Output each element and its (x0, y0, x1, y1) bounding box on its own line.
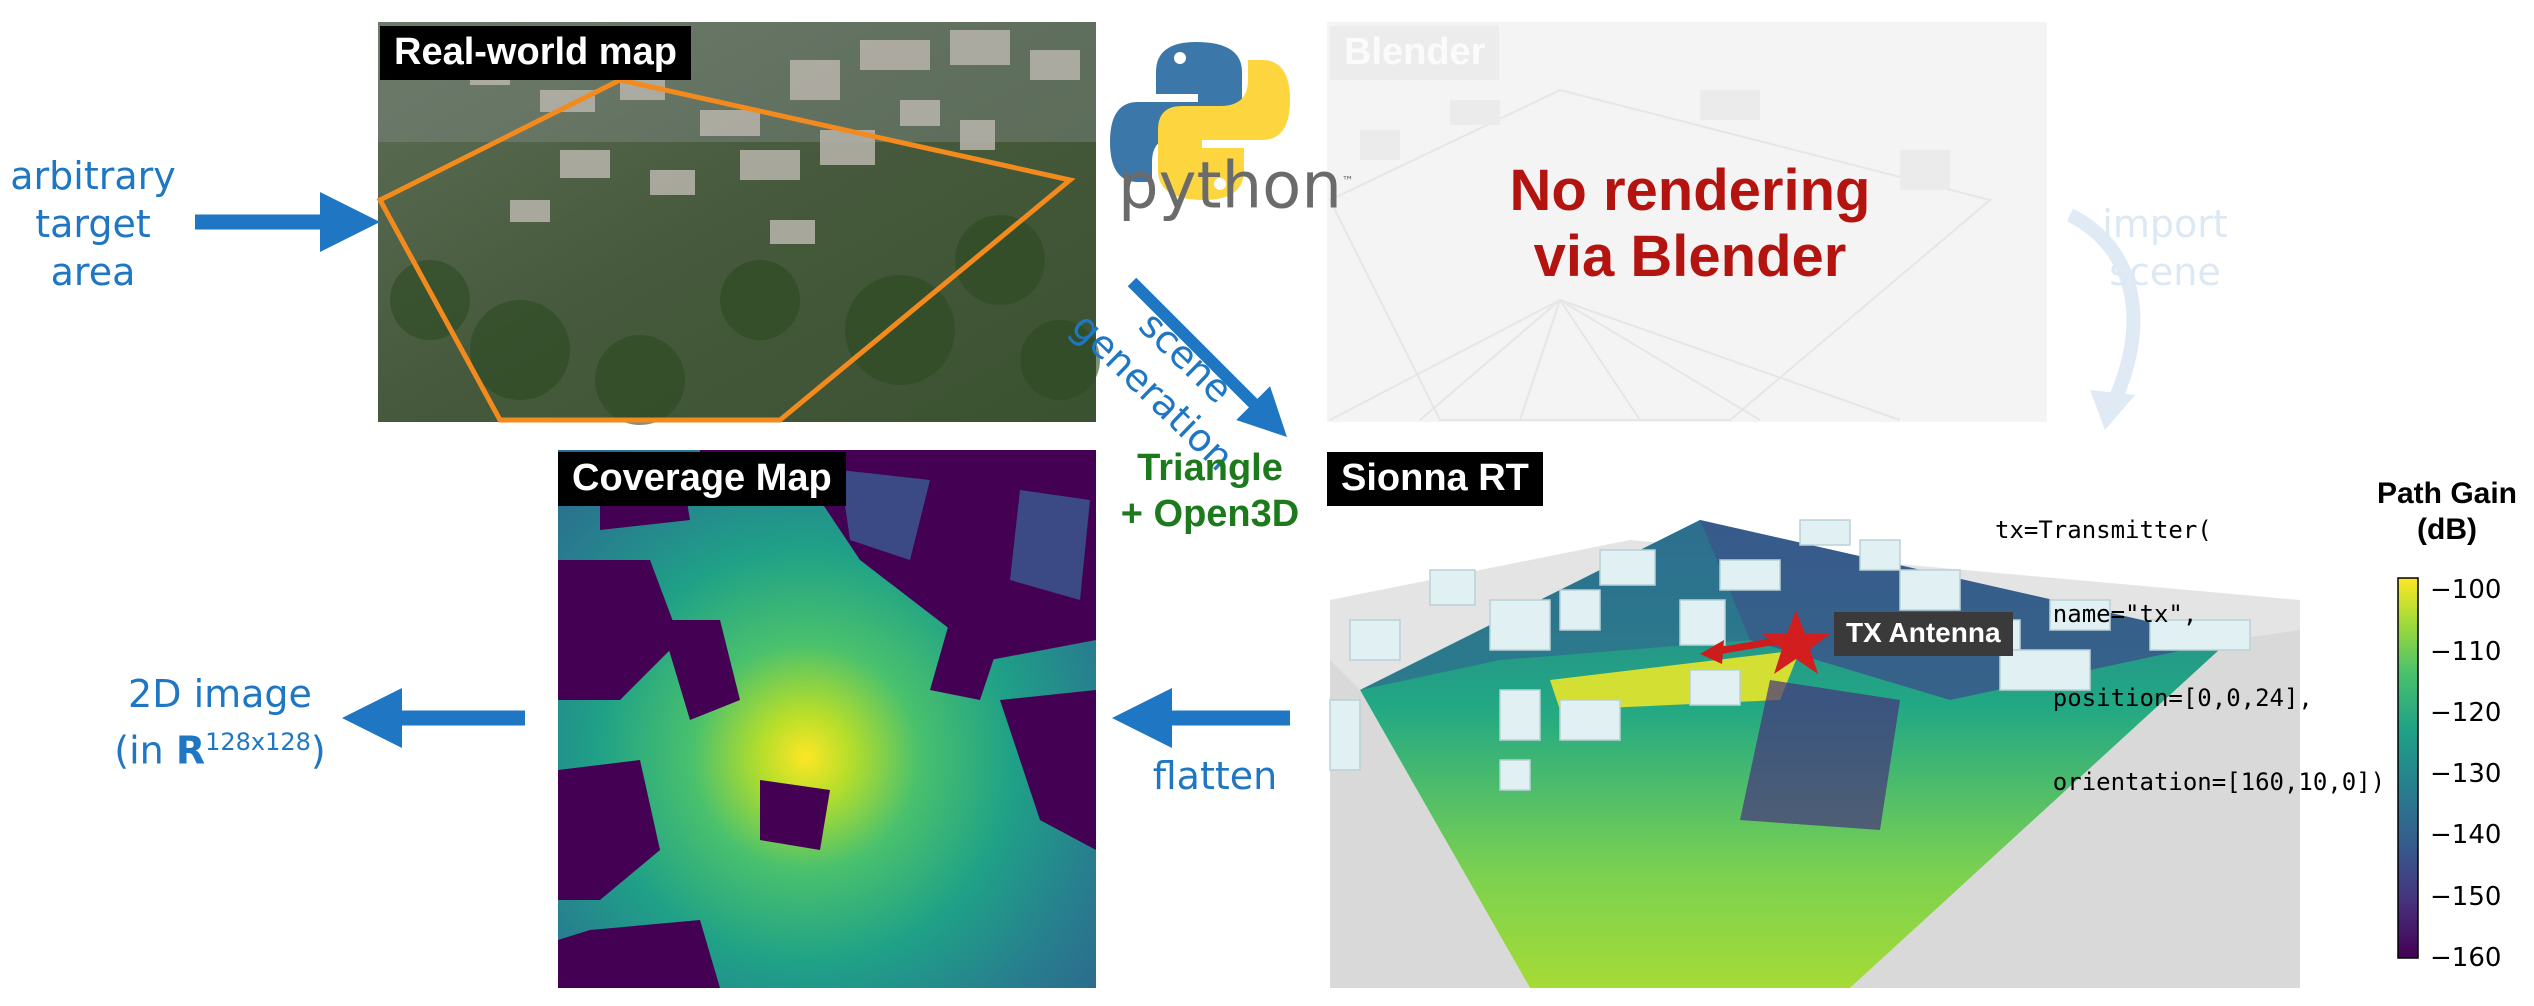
tx-antenna-star (1762, 610, 1830, 674)
colorbar-tick: −140 (2430, 820, 2502, 851)
real-world-map-label: Real-world map (380, 26, 691, 80)
real-world-map-image (376, 22, 1100, 425)
triangle-open3d-label: Triangle + Open3D (1120, 447, 1300, 535)
python-logo-icon (1110, 42, 1290, 200)
coverage-map-image (558, 450, 1096, 988)
coverage-map-label: Coverage Map (558, 452, 846, 506)
colorbar-title: Path Gain (dB) (2376, 477, 2518, 546)
colorbar-tick: −150 (2430, 881, 2502, 912)
output-description: 2D image (in R128x128) (114, 672, 326, 773)
no-rendering-message: No rendering via Blender (1509, 158, 1871, 289)
colorbar-tick: −120 (2430, 697, 2502, 728)
colorbar-tick: −160 (2430, 943, 2502, 973)
colorbar-gradient (2397, 577, 2419, 959)
sionna-scene-image (1327, 519, 2300, 988)
tx-antenna-label: TX Antenna (1834, 612, 2013, 656)
blender-label: Blender (1330, 26, 1500, 80)
colorbar-tick: −110 (2430, 636, 2502, 667)
import-scene-arrow (2066, 208, 2141, 414)
python-wordmark: python™ (1118, 149, 1354, 224)
colorbar-tick: −130 (2430, 759, 2502, 790)
flatten-label: flatten (1152, 754, 1278, 798)
tx-orientation-arrow (1711, 636, 1783, 656)
transmitter-code: tx=Transmitter( name="tx", position=[0,0… (1995, 516, 2386, 796)
import-scene-label: import scene (2102, 202, 2228, 294)
scene-generation-arrow (1127, 277, 1287, 437)
sionna-rt-label: Sionna RT (1327, 452, 1543, 506)
colorbar-tick: −100 (2430, 575, 2502, 606)
blender-panel (1327, 22, 2047, 422)
input-description: arbitrary target area (10, 154, 176, 294)
